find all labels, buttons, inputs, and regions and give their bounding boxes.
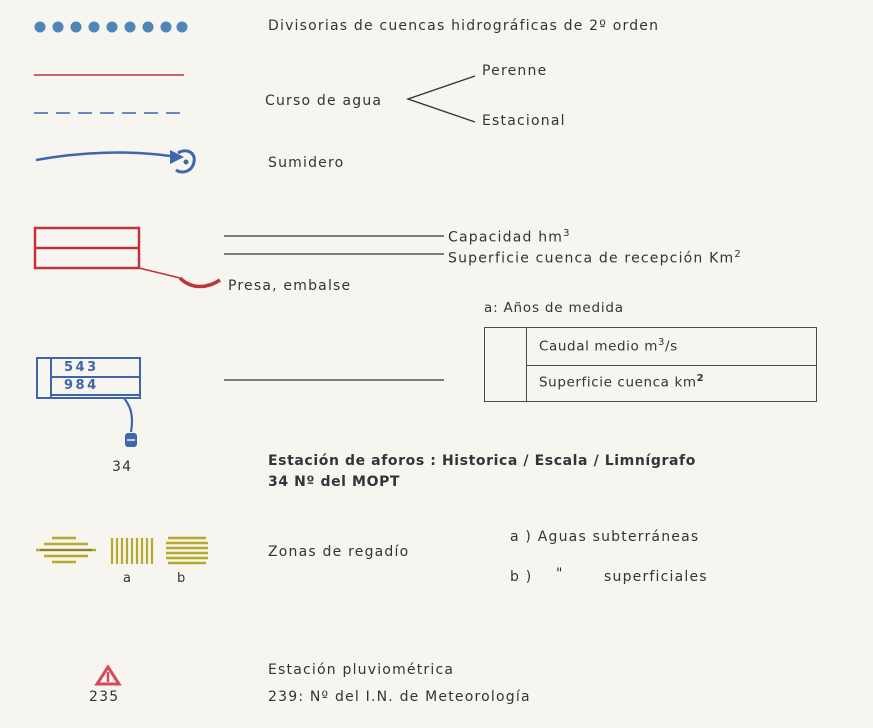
river-symbols	[34, 74, 184, 114]
river-branch-connector	[405, 75, 476, 123]
legend-presa: Presa, embalse	[228, 278, 352, 294]
legend-sumidero: Sumidero	[268, 155, 345, 171]
caudal-medio-sup: 3	[658, 337, 665, 348]
pluvio-number: 235	[89, 689, 120, 705]
irrigation-symbols	[36, 536, 208, 565]
legend-estacional: Estacional	[482, 113, 566, 129]
irrigation-label-b: b	[177, 571, 187, 586]
legend-mopt: 34 Nº del MOPT	[268, 474, 401, 490]
superficie-recepcion-label: Superficie cuenca de recepción Km	[448, 250, 735, 267]
legend-anos-medida: a: Años de medida	[484, 300, 624, 316]
capacidad-sup: 3	[563, 228, 571, 239]
superficie-recepcion-sup: 2	[734, 249, 742, 260]
sinkhole-symbol	[35, 149, 196, 174]
station-bottom-value: 984	[64, 378, 99, 393]
capacidad-label: Capacidad hm	[448, 229, 564, 246]
watershed-divide-symbol	[34, 21, 188, 33]
legend-estacion-pluvio: Estación pluviométrica	[268, 662, 455, 678]
rain-gauge-icon	[94, 664, 122, 686]
gauging-station-symbol: 543 984	[36, 357, 141, 399]
station-number: 34	[112, 459, 133, 475]
caudal-medio-unit: /s	[665, 338, 678, 355]
gauging-table-divider	[527, 365, 816, 366]
legend-zonas-regadio: Zonas de regadío	[268, 544, 410, 560]
legend-estacion-aforos: Estación de aforos : Historica / Escala …	[268, 453, 696, 469]
legend-aguas-superficiales: superficiales	[604, 569, 708, 585]
station-leader-line	[224, 379, 444, 381]
legend-perenne: Perenne	[482, 63, 548, 79]
caudal-medio-label: Caudal medio m	[539, 338, 659, 355]
legend-curso-agua: Curso de agua	[265, 93, 383, 109]
station-gauge-stem	[123, 397, 137, 447]
legend-aguas-sup-ditto: "	[556, 566, 564, 582]
cell-caudal-medio: Caudal medio m3/s	[539, 337, 678, 355]
superficie-cuenca-sup: 2	[696, 373, 705, 384]
dam-leader-lines	[224, 235, 444, 255]
superficie-cuenca-label: Superficie cuenca km	[539, 374, 697, 391]
station-row-divider-2	[50, 394, 139, 396]
dam-symbol	[33, 226, 221, 289]
cell-superficie-cuenca: Superficie cuenca km2	[539, 373, 704, 391]
legend-capacidad: Capacidad hm3	[448, 228, 571, 246]
irrigation-label-a: a	[123, 571, 133, 586]
gauging-table-cells: Caudal medio m3/s Superficie cuenca km2	[526, 328, 816, 401]
gauging-table-legend: Caudal medio m3/s Superficie cuenca km2	[484, 327, 817, 402]
station-column-divider	[50, 359, 52, 397]
station-top-value: 543	[64, 360, 99, 375]
legend-aguas-subterraneas: a ) Aguas subterráneas	[510, 529, 700, 545]
legend-divisorias: Divisorias de cuencas hidrográficas de 2…	[268, 18, 660, 34]
legend-pluvio-ref: 239: Nº del I.N. de Meteorología	[268, 689, 531, 705]
station-row-divider	[50, 376, 139, 378]
legend-aguas-sup-b: b )	[510, 569, 533, 585]
legend-superficie-recepcion: Superficie cuenca de recepción Km2	[448, 249, 742, 267]
